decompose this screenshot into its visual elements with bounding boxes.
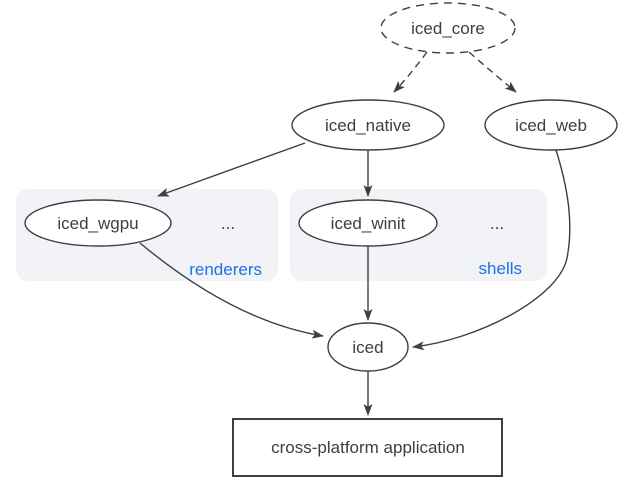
cross-platform-application-rect xyxy=(232,418,503,477)
iced-wgpu-label: iced_wgpu xyxy=(57,214,138,233)
node-iced-native: iced_native xyxy=(291,99,445,151)
shells-ellipsis: ... xyxy=(490,214,504,233)
cross-platform-application-label: cross-platform application xyxy=(271,438,465,457)
node-iced-web: iced_web xyxy=(484,99,618,151)
iced-ellipse xyxy=(327,322,409,372)
edge-iced-wgpu-to-iced xyxy=(139,242,324,339)
node-cross-platform-application: cross-platform application xyxy=(232,418,503,477)
edge-iced-core-to-iced-native xyxy=(393,51,428,93)
iced-winit-ellipse xyxy=(298,199,438,247)
node-iced-winit: iced_winit xyxy=(298,199,438,247)
node-iced-wgpu: iced_wgpu xyxy=(24,199,172,247)
iced-wgpu-ellipse xyxy=(24,199,172,247)
shells-group-label: shells xyxy=(479,259,522,278)
iced-core-label: iced_core xyxy=(411,19,485,38)
iced-label: iced xyxy=(352,338,383,357)
node-iced: iced xyxy=(327,322,409,372)
edge-iced-native-to-iced-wgpu xyxy=(157,142,306,197)
iced-native-label: iced_native xyxy=(325,116,411,135)
edge-iced-web-to-iced xyxy=(412,149,571,351)
iced-web-label: iced_web xyxy=(515,116,587,135)
renderers-ellipsis: ... xyxy=(221,214,235,233)
iced-core-ellipse xyxy=(380,2,516,54)
renderers-group-label: renderers xyxy=(189,260,262,279)
iced-web-ellipse xyxy=(484,99,618,151)
node-iced-core: iced_core xyxy=(380,2,516,54)
iced-native-ellipse xyxy=(291,99,445,151)
iced-winit-label: iced_winit xyxy=(331,214,406,233)
edge-iced-core-to-iced-web xyxy=(468,51,517,93)
